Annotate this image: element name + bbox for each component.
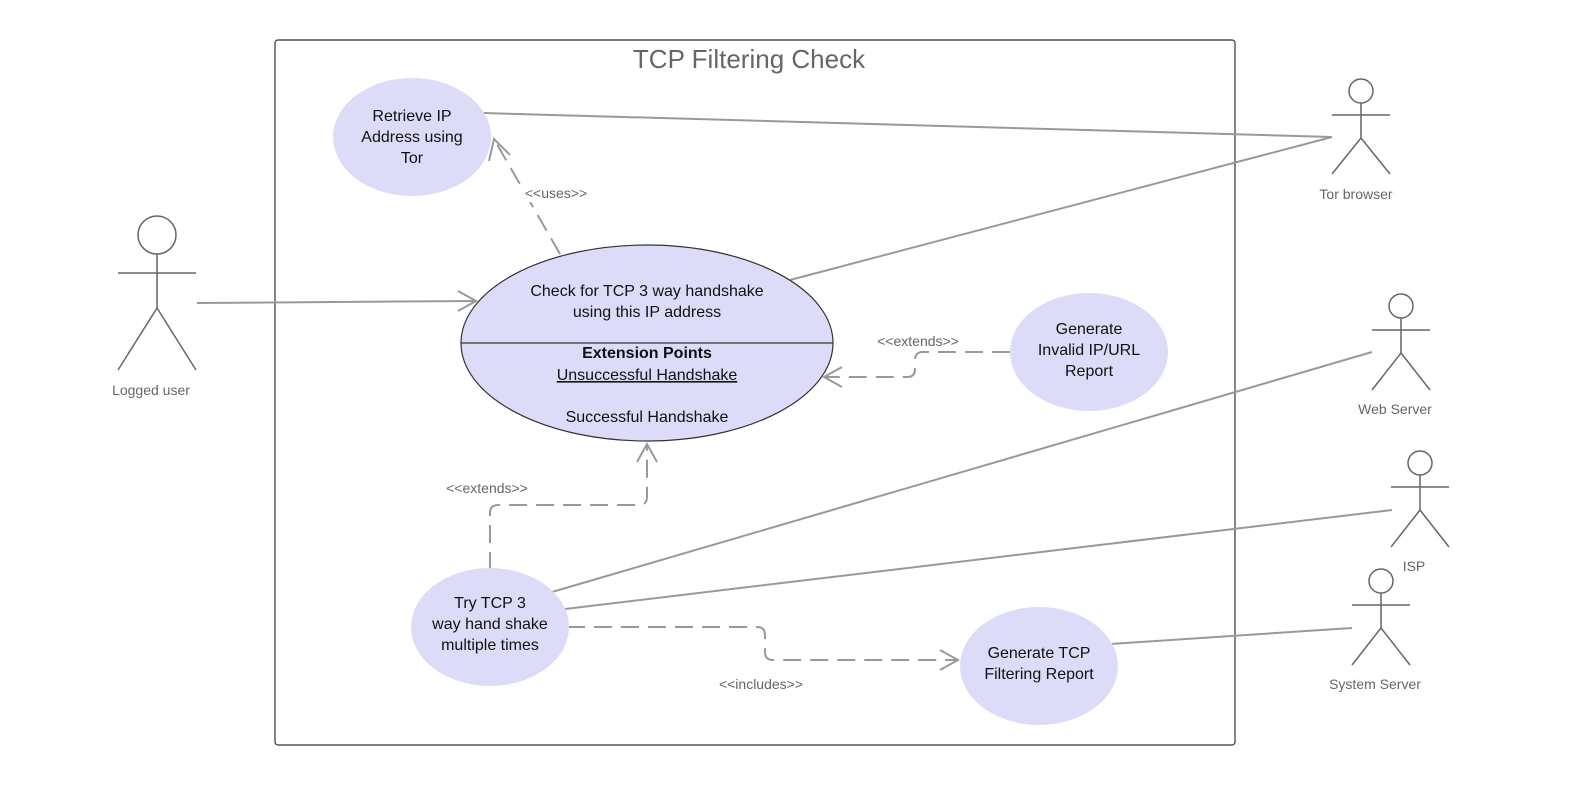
extends-try-arrowhead xyxy=(636,441,658,463)
use-case-try-tcp[interactable]: Try TCP 3 way hand shake multiple times xyxy=(411,568,569,686)
actor-logged-user-icon[interactable] xyxy=(117,215,197,371)
actor-logged-user-label: Logged user xyxy=(112,382,190,398)
use-case-generate-invalid-report[interactable]: Generate Invalid IP/URL Report xyxy=(1010,293,1168,411)
use-case-text: Try TCP 3 xyxy=(454,595,526,612)
use-case-text: multiple times xyxy=(441,637,539,654)
extends-invalid-dependency-line xyxy=(826,351,1010,378)
use-case-generate-tcp-report[interactable]: Generate TCP Filtering Report xyxy=(960,607,1118,725)
extends-try-label: <<extends>> xyxy=(446,480,528,496)
use-case-text: way hand shake xyxy=(431,616,548,633)
actor-web-server-label: Web Server xyxy=(1358,401,1432,417)
extension-point-unsuccessful: Unsuccessful Handshake xyxy=(557,367,738,384)
association-try-tcp-web-server xyxy=(551,351,1373,593)
actor-system-server-icon[interactable] xyxy=(1351,568,1411,666)
use-case-text: Generate xyxy=(1056,321,1123,338)
use-case-text: Invalid IP/URL xyxy=(1038,342,1140,359)
association-logged-user-check-tcp xyxy=(196,300,477,304)
uses-arrowhead xyxy=(488,137,511,162)
actor-isp-label: ISP xyxy=(1403,558,1426,574)
actor-tor-browser-label: Tor browser xyxy=(1319,186,1392,202)
use-case-text: Address using xyxy=(361,129,462,146)
includes-arrowhead xyxy=(939,649,961,671)
includes-dependency-line xyxy=(567,626,958,661)
association-arrowhead xyxy=(457,290,479,312)
uses-label: <<uses>> xyxy=(525,185,587,201)
actor-isp-icon[interactable] xyxy=(1390,450,1450,548)
extends-invalid-label: <<extends>> xyxy=(877,333,959,349)
use-case-text: Tor xyxy=(401,150,424,167)
association-try-tcp-isp xyxy=(564,509,1393,610)
use-case-text: Check for TCP 3 way handshake xyxy=(530,283,763,300)
extends-invalid-arrowhead xyxy=(821,366,843,388)
association-check-tcp-tor-browser xyxy=(789,136,1333,281)
association-retrieve-ip-tor-browser xyxy=(482,112,1333,138)
actor-system-server-label: System Server xyxy=(1329,676,1421,692)
system-title: TCP Filtering Check xyxy=(633,44,866,74)
use-case-check-tcp[interactable]: Check for TCP 3 way handshake using this… xyxy=(460,244,834,442)
association-report-system-server xyxy=(1109,627,1353,645)
actor-tor-browser-icon[interactable] xyxy=(1331,78,1391,175)
extension-points-title: Extension Points xyxy=(582,345,712,362)
use-case-text: Retrieve IP xyxy=(372,108,451,125)
extends-try-dependency-line xyxy=(489,444,648,570)
use-case-text: Generate TCP xyxy=(988,645,1091,662)
use-case-text: using this IP address xyxy=(573,304,721,321)
actor-web-server-icon[interactable] xyxy=(1371,293,1431,391)
use-case-text: Filtering Report xyxy=(984,666,1094,683)
use-case-retrieve-ip[interactable]: Retrieve IP Address using Tor xyxy=(333,78,491,196)
use-case-text: Report xyxy=(1065,363,1114,380)
extension-point-successful: Successful Handshake xyxy=(566,409,729,426)
includes-label: <<includes>> xyxy=(719,676,803,692)
